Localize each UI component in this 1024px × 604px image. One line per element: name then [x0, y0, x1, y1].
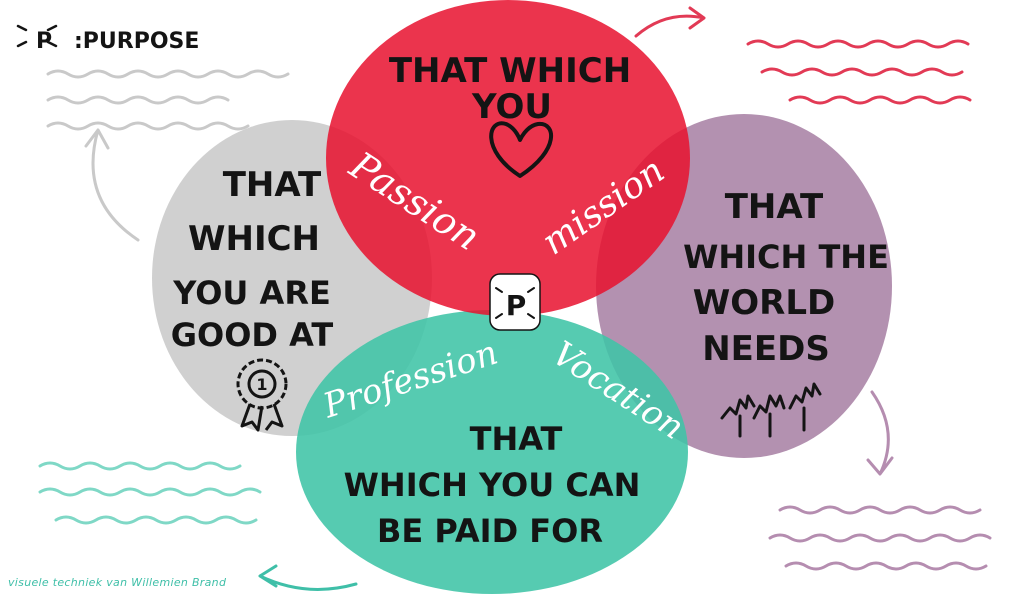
teal-arrow-icon — [258, 564, 358, 591]
circle-paid-for — [296, 310, 688, 594]
purpose-logo: P — [16, 24, 58, 54]
world-needs-line-4: NEEDS — [702, 329, 830, 369]
page-title: :PURPOSE — [74, 29, 199, 54]
circle-love — [326, 0, 690, 316]
good-at-line-4: GOOD AT — [171, 316, 334, 354]
world-needs-circle-text: THAT WHICH THE WORLD NEEDS — [683, 187, 889, 438]
raised-hands-icon — [720, 382, 822, 438]
red-note-lines — [746, 39, 972, 105]
teal-note-lines — [38, 461, 262, 525]
paid-for-line-3: BE PAID FOR — [377, 512, 603, 550]
world-needs-line-1: THAT — [725, 187, 824, 227]
good-at-line-1: THAT — [223, 165, 322, 205]
purple-note-lines — [768, 505, 992, 571]
award-number: 1 — [256, 375, 267, 394]
center-label: P — [506, 289, 527, 322]
award-ribbon-icon: 1 — [236, 358, 288, 432]
love-circle-text: THAT WHICH YOU — [389, 51, 631, 178]
love-line-1: THAT WHICH — [389, 51, 631, 91]
world-needs-line-3: WORLD — [693, 283, 835, 323]
red-arrow-icon — [634, 6, 706, 38]
purple-arrow-icon — [866, 390, 894, 476]
paid-for-line-2: WHICH YOU CAN — [344, 466, 641, 504]
logo-letter: P — [36, 29, 52, 54]
heart-icon — [489, 121, 553, 178]
good-at-line-2: WHICH — [188, 219, 320, 259]
world-needs-line-2: WHICH THE — [683, 238, 889, 276]
love-line-2: YOU — [471, 87, 552, 127]
grey-note-lines — [46, 69, 290, 131]
good-at-circle-text: THAT WHICH YOU ARE GOOD AT 1 — [171, 165, 334, 432]
credit-text: visuele techniek van Willemien Brand — [8, 576, 227, 589]
grey-arrow-icon — [84, 128, 140, 242]
paid-for-circle-text: THAT WHICH YOU CAN BE PAID FOR — [344, 420, 641, 550]
center-purpose-badge: P — [489, 273, 541, 331]
paid-for-line-1: THAT — [470, 420, 563, 458]
good-at-line-3: YOU ARE — [172, 274, 331, 312]
